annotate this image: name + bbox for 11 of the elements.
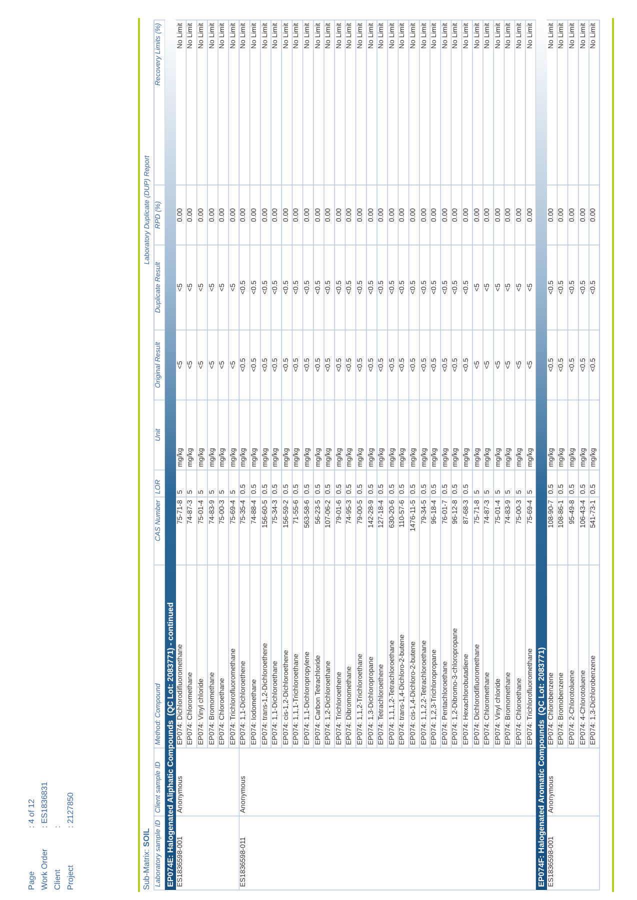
section-heading: EP074E: Halogenated Aliphatic Compounds (QC Lot: 2083771) - continued [165,20,176,890]
sub-matrix-label: Sub-Matrix: SOIL [143,828,152,890]
field-label: Client [54,870,63,890]
field-value: : [54,826,63,828]
field-value: : ES1836831 [41,782,50,828]
field-value: : 4 of 12 [28,799,37,828]
field-value: : 2127850 [67,792,76,828]
field-label: Project [67,865,76,890]
section-heading: EP074F: Halogenated Aromatic Compounds (QC Lot: 2083771) [536,20,547,890]
field-label: Work Order [41,848,50,890]
field-label: Page [28,871,37,890]
